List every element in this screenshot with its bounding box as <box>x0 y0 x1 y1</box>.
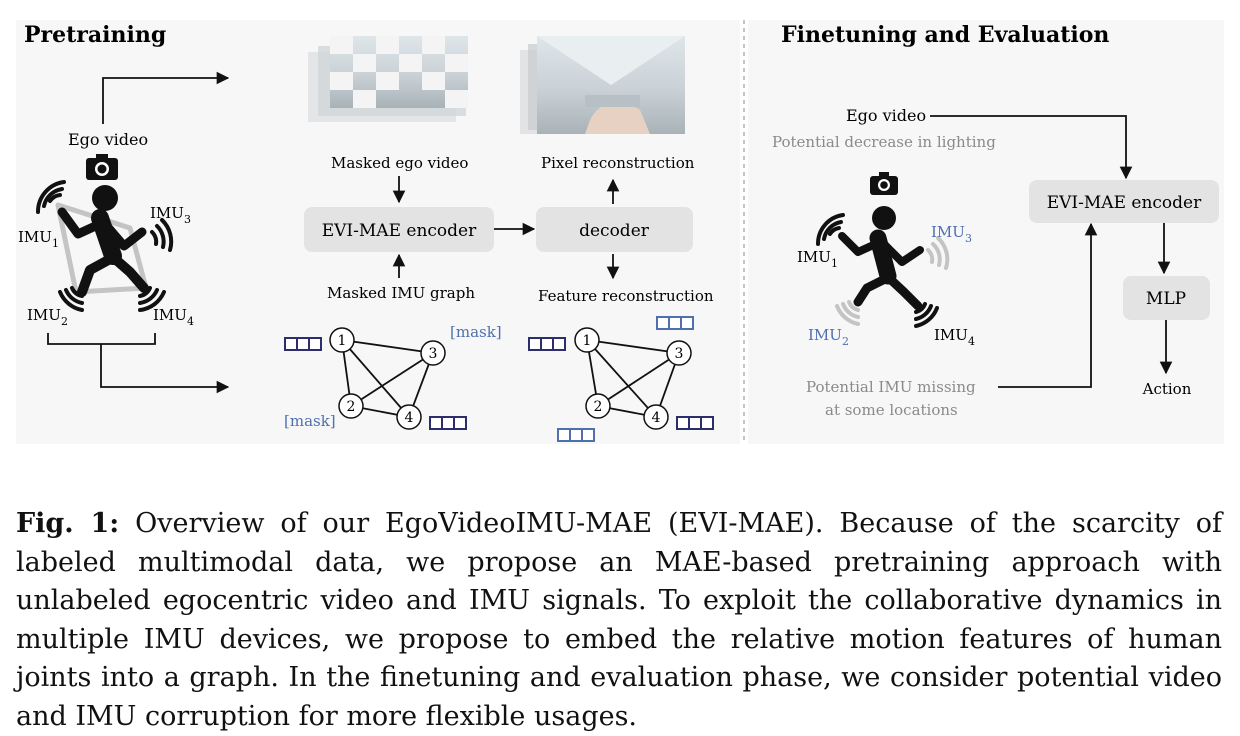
signal-wave-icon <box>835 300 860 326</box>
mask-token-label: [mask] <box>450 323 502 341</box>
video-flow-arrow <box>102 71 230 124</box>
caption-label: Fig. 1: <box>16 508 120 539</box>
decoder-box <box>536 207 693 252</box>
decoder-label: decoder <box>579 221 650 241</box>
figure: Pretraining Ego video <box>18 20 1219 444</box>
imu-label-1: IMU1 <box>18 228 59 250</box>
pixel-reconstruction-image <box>520 36 685 134</box>
svg-text:3: 3 <box>675 346 684 362</box>
graph-node: 1 <box>574 327 600 353</box>
feature-token <box>284 337 322 351</box>
reconstructed-token <box>656 316 694 330</box>
mask-token-label: [mask] <box>284 412 336 430</box>
feature-reconstruction-label: Feature reconstruction <box>538 287 714 305</box>
masked-video-label: Masked ego video <box>331 154 468 172</box>
graph-node: 4 <box>396 404 422 430</box>
svg-text:2: 2 <box>347 399 356 415</box>
signal-wave-icon <box>58 286 84 312</box>
graph-node: 3 <box>666 340 692 366</box>
running-person-icon <box>55 185 149 297</box>
masked-ego-video-image <box>308 36 468 122</box>
action-label: Action <box>1142 380 1192 398</box>
finetuning-title: Finetuning and Evaluation <box>781 22 1109 48</box>
ft-ego-video-label: Ego video <box>846 106 926 125</box>
camera-icon <box>86 154 118 180</box>
lighting-note: Potential decrease in lighting <box>772 133 996 151</box>
imu-missing-note: Potential IMU missing at some locations <box>806 378 980 419</box>
imu-label-3: IMU3 <box>150 204 191 226</box>
ego-video-label: Ego video <box>68 130 148 149</box>
caption-text: Overview of our EgoVideoIMU-MAE (EVI-MAE… <box>16 508 1223 732</box>
imu-label-2: IMU2 <box>27 306 68 328</box>
pixel-reconstruction-label: Pixel reconstruction <box>541 154 695 172</box>
graph-node: 3 <box>420 340 446 366</box>
signal-wave-icon <box>914 302 939 328</box>
feature-token <box>429 416 467 430</box>
ft-encoder-label: EVI-MAE encoder <box>1047 193 1202 213</box>
camera-icon <box>870 172 898 195</box>
signal-wave-icon <box>138 286 166 312</box>
ft-imu-label-2: IMU2 <box>808 326 849 348</box>
svg-text:1: 1 <box>338 333 347 349</box>
figure-caption: Fig. 1: Overview of our EgoVideoIMU-MAE … <box>16 505 1222 736</box>
ft-imu-label-1: IMU1 <box>797 248 838 270</box>
graph-node: 1 <box>329 327 355 353</box>
evi-mae-encoder-box <box>304 207 494 252</box>
graph-node: 2 <box>585 393 611 419</box>
signal-wave-icon <box>815 213 845 246</box>
signal-wave-icon <box>35 180 66 214</box>
svg-text:4: 4 <box>405 410 414 426</box>
encoder-label: EVI-MAE encoder <box>322 221 477 241</box>
ft-encoder-box <box>1029 180 1219 223</box>
running-person-icon <box>838 206 924 311</box>
pretraining-title: Pretraining <box>24 22 166 48</box>
svg-text:4: 4 <box>652 410 661 426</box>
masked-imu-graph: 1 3 2 4 [mask] [mask] <box>284 323 502 430</box>
ft-video-arrow <box>930 115 1133 180</box>
signal-wave-icon <box>926 236 950 270</box>
graph-node: 2 <box>338 393 364 419</box>
ft-imu-label-4: IMU4 <box>934 326 975 348</box>
signal-wave-icon <box>150 218 174 252</box>
svg-text:2: 2 <box>594 399 603 415</box>
reconstructed-token <box>557 428 595 442</box>
imu-label-4: IMU4 <box>153 306 194 328</box>
ft-imu-label-3: IMU3 <box>931 223 972 245</box>
svg-text:3: 3 <box>429 346 438 362</box>
feature-token <box>528 337 566 351</box>
ft-imu-arrow <box>998 222 1098 388</box>
masked-imu-graph-label: Masked IMU graph <box>327 284 475 302</box>
feature-token <box>676 416 714 430</box>
feature-reconstruction-graph: 1 3 2 4 <box>528 316 714 442</box>
imu-flow-arrow <box>100 344 230 394</box>
mlp-label: MLP <box>1146 289 1186 309</box>
svg-text:1: 1 <box>583 333 592 349</box>
graph-node: 4 <box>643 404 669 430</box>
mlp-box <box>1123 276 1210 320</box>
